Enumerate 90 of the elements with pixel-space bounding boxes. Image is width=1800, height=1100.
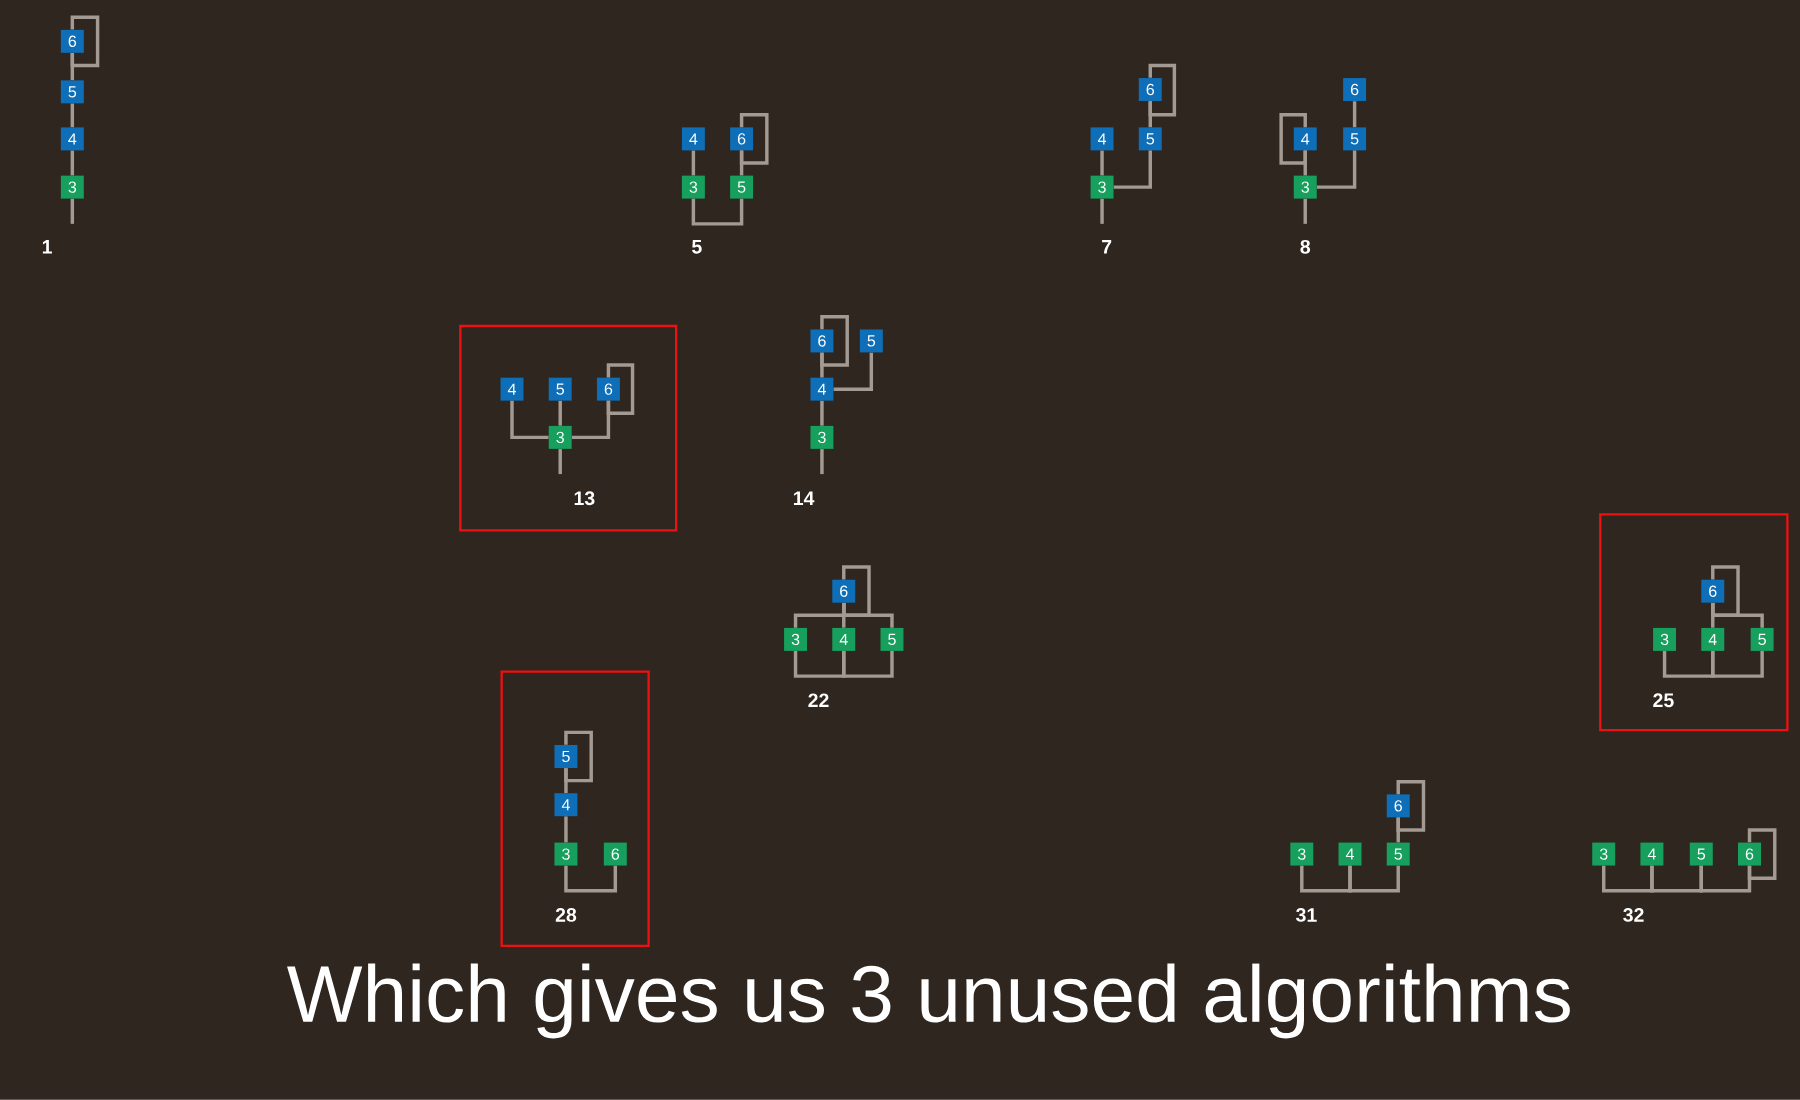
operator-box: 6 [810,329,834,353]
connector-line [691,198,744,226]
connector-line [1100,150,1104,176]
connector-line [833,352,874,391]
connector-line [558,401,562,426]
algorithm-number: 31 [1296,908,1317,922]
connector-line [564,816,568,843]
connector-line [1148,63,1177,117]
operator-box: 5 [1750,628,1774,651]
operator-box: 5 [60,80,84,104]
operator-box: 6 [1701,579,1725,603]
connector-line [564,768,568,794]
connector-line [1279,113,1307,165]
operator-box: 3 [784,628,808,651]
operator-box: 6 [832,579,856,603]
operator-box: 6 [1138,78,1162,102]
connector-line [1303,150,1307,176]
operator-box: 5 [554,745,578,769]
connector-line [1711,603,1764,628]
algorithm-number: 7 [1102,240,1112,254]
connector-line [739,113,769,165]
connector-line [510,401,549,440]
operator-box: 5 [880,628,904,651]
algorithm-number: 8 [1300,240,1311,254]
connector-line [1303,198,1307,224]
operator-box: 4 [554,793,578,817]
connector-line [1747,828,1777,881]
connector-line [1113,150,1152,189]
operator-box: 6 [1386,794,1410,818]
operator-box: 4 [810,377,834,401]
operator-box: 3 [1653,628,1677,651]
highlight-box [459,325,678,532]
connector-line [820,352,824,378]
algorithm-number: 22 [808,693,829,708]
connector-line [1699,865,1752,893]
highlight-box [500,670,650,948]
connector-line [564,865,618,893]
algorithm-number: 5 [692,240,702,254]
caption: Which gives us 3 unused algorithms [287,963,1570,1039]
operator-box: 4 [832,628,856,651]
connector-line [1148,101,1152,128]
algorithm-number: 13 [574,491,595,506]
operator-box: 3 [1290,842,1314,866]
operator-box: 6 [1738,842,1761,866]
operator-box: 5 [859,329,883,353]
connector-line [564,730,593,783]
connector-line [820,449,824,475]
operator-box: 4 [1090,127,1114,151]
operator-box: 4 [1293,127,1317,151]
algorithm-number: 14 [793,491,815,506]
connector-line [820,315,849,367]
operator-box: 5 [1343,127,1367,151]
operator-box: 4 [681,127,705,151]
connector-line [1100,198,1104,224]
operator-box: 6 [730,127,754,151]
connector-line [691,150,696,176]
connector-line [1348,865,1400,893]
operator-box: 3 [810,426,834,449]
connector-line [70,150,75,176]
connector-line [558,449,562,475]
connector-line [70,103,75,128]
connector-line [1316,150,1357,189]
algorithm-number: 25 [1653,693,1674,708]
connector-line [1396,817,1400,843]
connector-line [571,401,611,440]
connector-line [1711,651,1764,678]
algorithm-number: 1 [42,240,52,254]
connector-line [606,363,635,416]
operator-box: 6 [1343,78,1367,102]
connector-line [820,401,824,426]
operator-box: 3 [548,426,572,449]
algorithm-number: 32 [1623,908,1644,922]
connector-line [70,53,75,81]
operator-box: 4 [1701,628,1725,651]
operator-box: 4 [1640,842,1664,866]
operator-box: 5 [1138,127,1162,151]
connector-line [842,651,894,678]
highlight-box [1599,513,1789,732]
operator-box: 3 [1592,842,1616,866]
connector-line [1396,780,1426,832]
connector-line [1650,865,1703,893]
operator-box: 4 [60,127,84,151]
connector-line [70,198,75,224]
connector-line [739,150,744,176]
connector-line [70,15,100,68]
connector-line [842,603,894,628]
algorithm-number: 28 [555,908,577,922]
operator-box: 5 [730,175,754,199]
operator-box: 3 [554,842,578,866]
connector-line [1352,101,1357,128]
